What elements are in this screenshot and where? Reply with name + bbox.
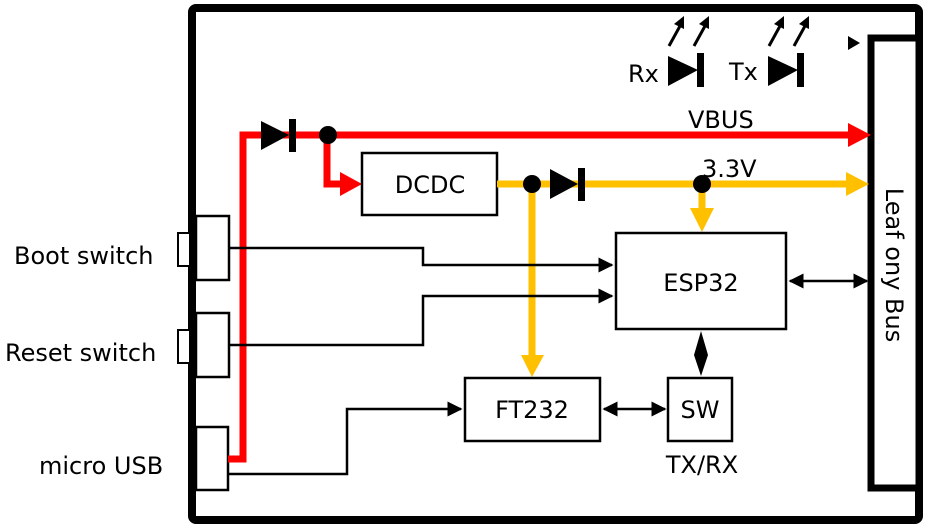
vbus-diode-icon [261, 121, 289, 150]
boot-switch-actuator [177, 232, 191, 267]
v33-diode-bar [578, 168, 585, 201]
dcdc-out-junction [523, 175, 541, 193]
sw-block [666, 376, 734, 443]
vbus-diode-bar [289, 119, 296, 152]
boot-signal-wire [229, 246, 614, 273]
v33-arrowhead [846, 172, 869, 196]
esp32-label: ESP32 [663, 269, 738, 297]
vbus-label: VBUS [688, 106, 754, 134]
ft232-block [463, 376, 602, 443]
reset-signal-wire [229, 288, 614, 347]
leaf-bus-connector [867, 34, 923, 492]
v33-junction [693, 175, 711, 193]
dcdc-label: DCDC [395, 171, 465, 199]
tx-led-icon [768, 56, 798, 86]
esp32-block [614, 231, 788, 331]
pin1-marker-icon [848, 36, 860, 50]
esp32-sw-link-icon [694, 331, 708, 376]
tx-led-label: Tx [728, 58, 758, 86]
vbus-to-dcdc-wire [323, 135, 345, 188]
tx-led: Tx [728, 16, 809, 87]
micro-usb-connector [194, 425, 230, 492]
leaf-bus-label: Leaf ony Bus [880, 188, 908, 342]
v33-label: 3.3V [702, 155, 757, 183]
vbus-junction [319, 126, 337, 144]
esp32-input-arrowhead [690, 208, 714, 232]
reset-switch-label: Reset switch [5, 339, 156, 367]
dcdc-input-arrowhead [340, 172, 362, 196]
tx-led-bar [797, 53, 804, 87]
rx-led-label: Rx [628, 60, 659, 88]
sw-caption: TX/RX [665, 451, 738, 479]
rx-led-icon [668, 56, 698, 86]
boot-switch-body [194, 214, 231, 282]
reset-switch-body [194, 311, 231, 379]
ft232-input-arrowhead [521, 355, 544, 377]
v33-diode-icon [550, 169, 578, 199]
rx-led: Rx [628, 16, 709, 88]
micro-usb-label: micro USB [39, 452, 163, 480]
dcdc-block [360, 151, 499, 217]
rx-light-rays-icon [667, 16, 709, 47]
vbus-wire [228, 131, 852, 463]
reset-switch-actuator [177, 329, 191, 364]
tx-light-rays-icon [767, 16, 809, 47]
boot-switch-label: Boot switch [14, 242, 154, 270]
vbus-arrowhead [848, 123, 871, 147]
rx-led-bar [697, 53, 704, 87]
usb-data-wire [229, 401, 463, 476]
ft232-label: FT232 [495, 396, 569, 424]
sw-label: SW [681, 396, 720, 424]
